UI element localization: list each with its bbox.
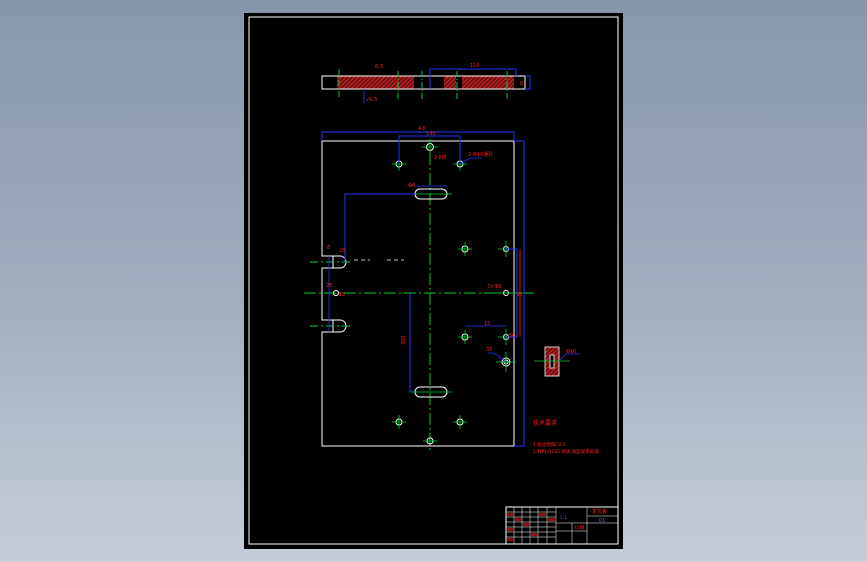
section-view: Φ16 [534, 346, 580, 377]
side-view-hatch-mid [444, 76, 456, 89]
hole-mid-right [458, 242, 472, 256]
section-leader [558, 353, 580, 362]
drawing-sheet: 110 6.3 √6.3 8 [244, 13, 623, 549]
hole-bottom-right [453, 415, 467, 429]
slot-bottom [410, 386, 452, 398]
title-block-title: 定位板 [592, 508, 607, 515]
side-label-b-text: √6.3 [366, 97, 377, 103]
dim-hole-leader [459, 157, 482, 165]
title-block-scale: 1:1 [560, 515, 567, 521]
dim-slot-text: Φ8 [408, 183, 415, 189]
dim-right-a-text: 3×Φ8 [487, 284, 502, 290]
notes-line-2: 2.材料:Q235 调质 表面发黑处理 [533, 448, 599, 455]
hole-left-mid [333, 290, 339, 296]
inner-frame [248, 16, 619, 545]
dim-right-outer [514, 140, 525, 447]
dim-right-inner [506, 248, 518, 338]
hole-right-mid [496, 290, 534, 296]
title-block-drawing-no: 01 [599, 518, 605, 524]
dim-top-b-text: 140 [426, 131, 436, 137]
dim-top-width [321, 131, 515, 141]
callout-a-text: 2-M8 [434, 155, 446, 161]
dim-slot-leader [344, 193, 415, 262]
dim-right-b-text: 15 [484, 321, 490, 327]
callout-b-text: 2-Φ10通孔 [468, 151, 493, 158]
dim-mid-b-text: 300 [401, 335, 407, 345]
title-block-outer [505, 506, 619, 545]
notes-line-1: 1.锐边倒角C0.5 [533, 441, 566, 448]
side-label-a-text: 6.3 [375, 64, 383, 70]
dim-right-e-text: 30 [516, 292, 522, 298]
slot-top [410, 188, 452, 200]
dim-lower-leader [488, 352, 507, 363]
hole-lower-center [458, 330, 472, 344]
dim-left-c-text: 25 [326, 283, 332, 289]
side-dim-right-text: 8 [520, 81, 523, 87]
dim-mid-a-text: 15 [339, 292, 345, 298]
cad-drawing: 110 6.3 √6.3 8 [248, 16, 619, 545]
hole-bottom-center [423, 437, 437, 445]
side-dim-top-text: 110 [470, 63, 480, 69]
dim-top-short [398, 135, 461, 164]
hole-top-center [422, 139, 438, 155]
title-block: 定位板 01 1:1 45钢 [505, 506, 619, 545]
side-dim-line-right [525, 75, 531, 90]
side-view-hatch-left [337, 76, 414, 89]
dim-left-a-text: 8 [327, 245, 330, 251]
dim-top-a-text: 4.5 [418, 126, 426, 132]
side-dim-line-top [429, 68, 517, 89]
plan-view: 4.5 140 2-M8 2-Φ10通孔 Φ8 8 25 25 15 300 3… [304, 126, 534, 453]
dim-right-d-text: 35 [486, 347, 492, 353]
notes-heading: 技术要求 [533, 419, 557, 427]
dim-left-b-text: 25 [339, 248, 345, 254]
section-label-text: Φ16 [566, 349, 576, 355]
side-view-hatch-right [462, 76, 514, 89]
hole-bottom-left [392, 415, 406, 429]
technical-notes: 技术要求 1.锐边倒角C0.5 2.材料:Q235 调质 表面发黑处理 [533, 419, 599, 455]
dim-right-c-text: 50 [509, 333, 515, 339]
title-block-material: 45钢 [574, 524, 585, 531]
section-bore [549, 354, 555, 369]
side-view: 110 6.3 √6.3 8 [321, 63, 531, 103]
side-view-outline [321, 75, 526, 90]
